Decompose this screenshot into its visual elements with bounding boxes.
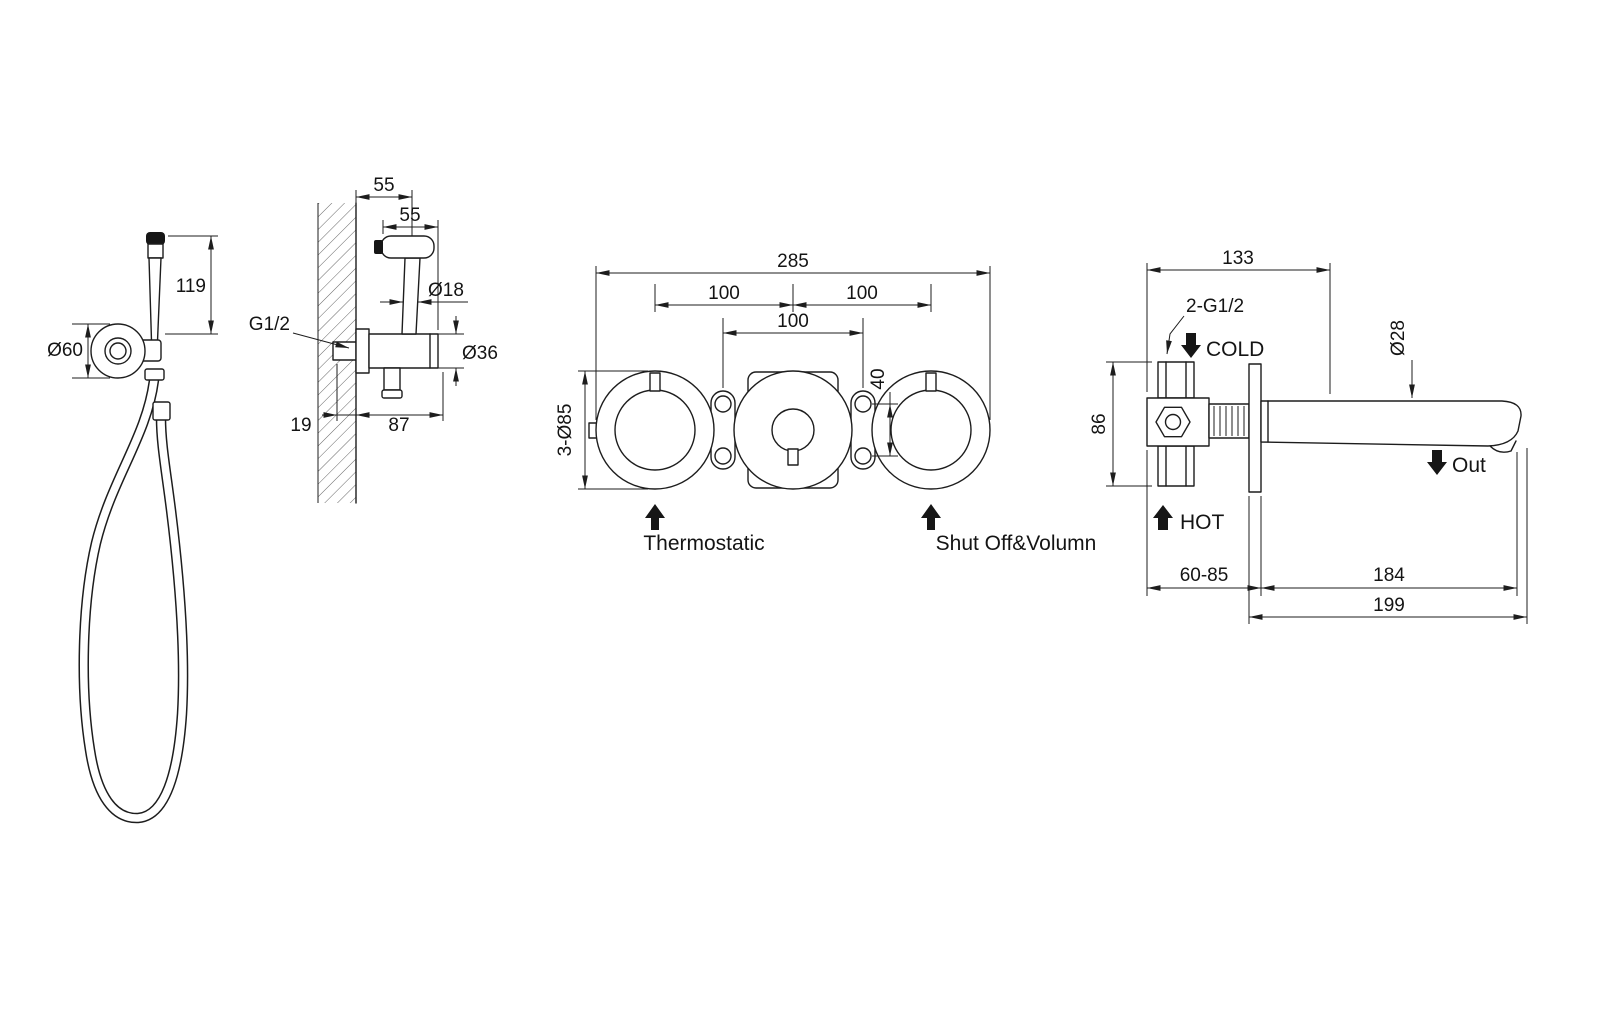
hose-end-fitting [152, 401, 171, 421]
threaded-nipple [1208, 403, 1250, 439]
thread-callout: G1/2 [249, 314, 350, 349]
dim-handle-diameters: 3-Ø85 [555, 370, 648, 490]
outlet-lip [1489, 440, 1517, 453]
dim-text-40: 40 [868, 368, 889, 389]
escutcheon [355, 328, 370, 374]
dim-text-100-right: 100 [846, 283, 878, 304]
bracket-screw [854, 395, 872, 413]
dim-text-55b: 55 [399, 205, 420, 226]
dim-valve-height: 86 [1089, 361, 1152, 487]
spout [1260, 400, 1522, 447]
sprayer-head-side [380, 235, 435, 259]
label-hot: HOT [1153, 505, 1225, 534]
dim-text-87: 87 [388, 415, 409, 436]
dim-overall-width: 285 [595, 251, 991, 420]
dim-text-60-85: 60-85 [1180, 565, 1229, 586]
dim-head-offset: 55 [382, 205, 439, 330]
up-arrow-icon [645, 504, 665, 530]
dim-text-86: 86 [1089, 413, 1110, 434]
dim-text-3d85: 3-Ø85 [555, 404, 576, 457]
dim-text-d36: Ø36 [462, 343, 498, 364]
dim-text-119: 119 [176, 276, 206, 297]
dim-inset-and-projection: 19 87 [290, 364, 444, 436]
dim-text-19: 19 [290, 415, 311, 436]
dim-holder-body-diameter: Ø36 [434, 316, 498, 386]
hose-nut [144, 368, 165, 381]
sprayer-handle [148, 257, 162, 342]
dim-spout-diameter: Ø28 [1388, 320, 1415, 398]
sprayer-nozzle-side [374, 240, 383, 254]
sprayer-head [147, 243, 164, 259]
dim-text-199: 199 [1373, 595, 1405, 616]
wall-holder-side-view: 55 55 Ø18 Ø36 G1/2 [249, 175, 498, 504]
dim-text-184: 184 [1373, 565, 1405, 586]
label-cold: COLD [1181, 333, 1264, 361]
inlet-thread-callout: 2-G1/2 [1166, 296, 1244, 355]
bracket-screw [714, 395, 732, 413]
bracket-screw [714, 447, 732, 465]
sprayer-nozzle-cap [146, 232, 165, 245]
cold-label: COLD [1206, 338, 1264, 361]
dim-text-133: 133 [1222, 248, 1254, 269]
holder-ring-inner [109, 342, 127, 360]
hose-outlet-nut [381, 389, 403, 399]
up-arrow-icon [921, 504, 941, 530]
dim-overall-projection: 199 [1248, 448, 1528, 624]
hot-inlet-port [1157, 445, 1195, 487]
dim-text-100-bracket: 100 [777, 311, 809, 332]
dim-valve-width: 133 [1146, 248, 1331, 394]
dim-handle-spacing: 100 100 [654, 283, 932, 312]
dim-bracket-spacing: 100 [722, 311, 864, 388]
dim-depth-and-projection: 60-85 184 [1146, 450, 1518, 596]
hot-label: HOT [1180, 511, 1225, 534]
dim-text-d60: Ø60 [47, 340, 83, 361]
label-shutoff: Shut Off&Volumn [921, 504, 1096, 555]
mixer-front-view: 285 100 100 100 40 3-Ø85 [555, 251, 1096, 555]
label-out: Out [1427, 450, 1486, 477]
sprayer-handle-side [401, 257, 421, 335]
hose-outlet-stub [383, 367, 401, 391]
dim-text-100-left: 100 [708, 283, 740, 304]
sprayer-front-view: Ø60 119 [47, 232, 218, 824]
dim-screw-spacing: 40 [868, 368, 898, 457]
dim-text-55a: 55 [373, 175, 394, 196]
down-arrow-icon [1181, 333, 1201, 358]
dim-sprayer-length: 119 [165, 235, 218, 335]
label-thermostatic: Thermostatic [643, 504, 765, 555]
cold-inlet-port [1157, 361, 1195, 399]
holder-body [368, 333, 439, 369]
shutoff-label: Shut Off&Volumn [936, 532, 1097, 555]
thermostatic-label: Thermostatic [643, 532, 764, 555]
up-arrow-icon [1153, 505, 1173, 530]
out-label: Out [1452, 454, 1486, 477]
dim-text-d18: Ø18 [428, 280, 464, 301]
spout-side-view: 133 2-G1/2 COLD 86 HOT Ø28 Out [1089, 248, 1528, 624]
dim-text-285: 285 [777, 251, 809, 272]
thread-text-2g12: 2-G1/2 [1186, 296, 1244, 317]
thread-text-g12: G1/2 [249, 314, 290, 335]
down-arrow-icon [1427, 450, 1447, 475]
dim-wall-to-axis: 55 [355, 175, 413, 236]
wall-flange [1248, 363, 1262, 493]
bracket-screw [854, 447, 872, 465]
hose-fill [80, 379, 187, 822]
dim-handle-diameter: Ø18 [380, 280, 468, 305]
dim-holder-diameter: Ø60 [47, 323, 110, 379]
dim-text-d28: Ø28 [1388, 320, 1409, 356]
